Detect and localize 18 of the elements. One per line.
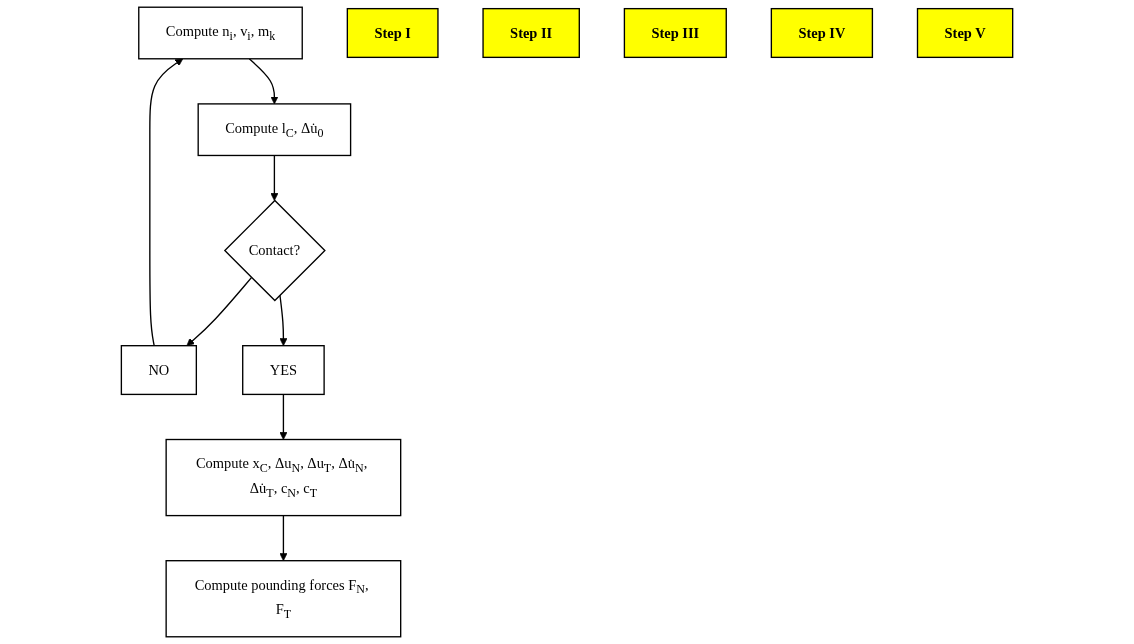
arrow	[279, 393, 288, 440]
arrow	[149, 58, 184, 347]
node-box: Step V	[916, 7, 1014, 59]
node-box: Step I	[346, 7, 439, 59]
node-box: YES	[242, 345, 325, 396]
node-box: Step III	[623, 7, 727, 59]
node-box: Compute l$_{C}$, Δu̇$_{0}$	[197, 103, 352, 157]
node-box: Step IV	[770, 7, 874, 59]
node-box: NO	[120, 345, 197, 396]
arrow	[248, 58, 279, 105]
arrow	[270, 154, 279, 201]
node-diamond: Contact?	[223, 199, 326, 302]
node-box: Compute pounding forces F$_{N}$, F$_{T}$	[165, 560, 402, 638]
arrow	[186, 276, 253, 347]
node-box: Compute n$_{i}$, v$_{i}$, m$_{k}$	[138, 6, 303, 60]
node-box: Compute x$_{C}$, Δu$_{N}$, Δu$_{T}$, Δu̇$_{N}$, Δu̇$_{T}$, c$_{N}$, c$_{T}$	[165, 438, 402, 517]
node-box: Step II	[482, 7, 580, 59]
arrow	[279, 514, 288, 562]
